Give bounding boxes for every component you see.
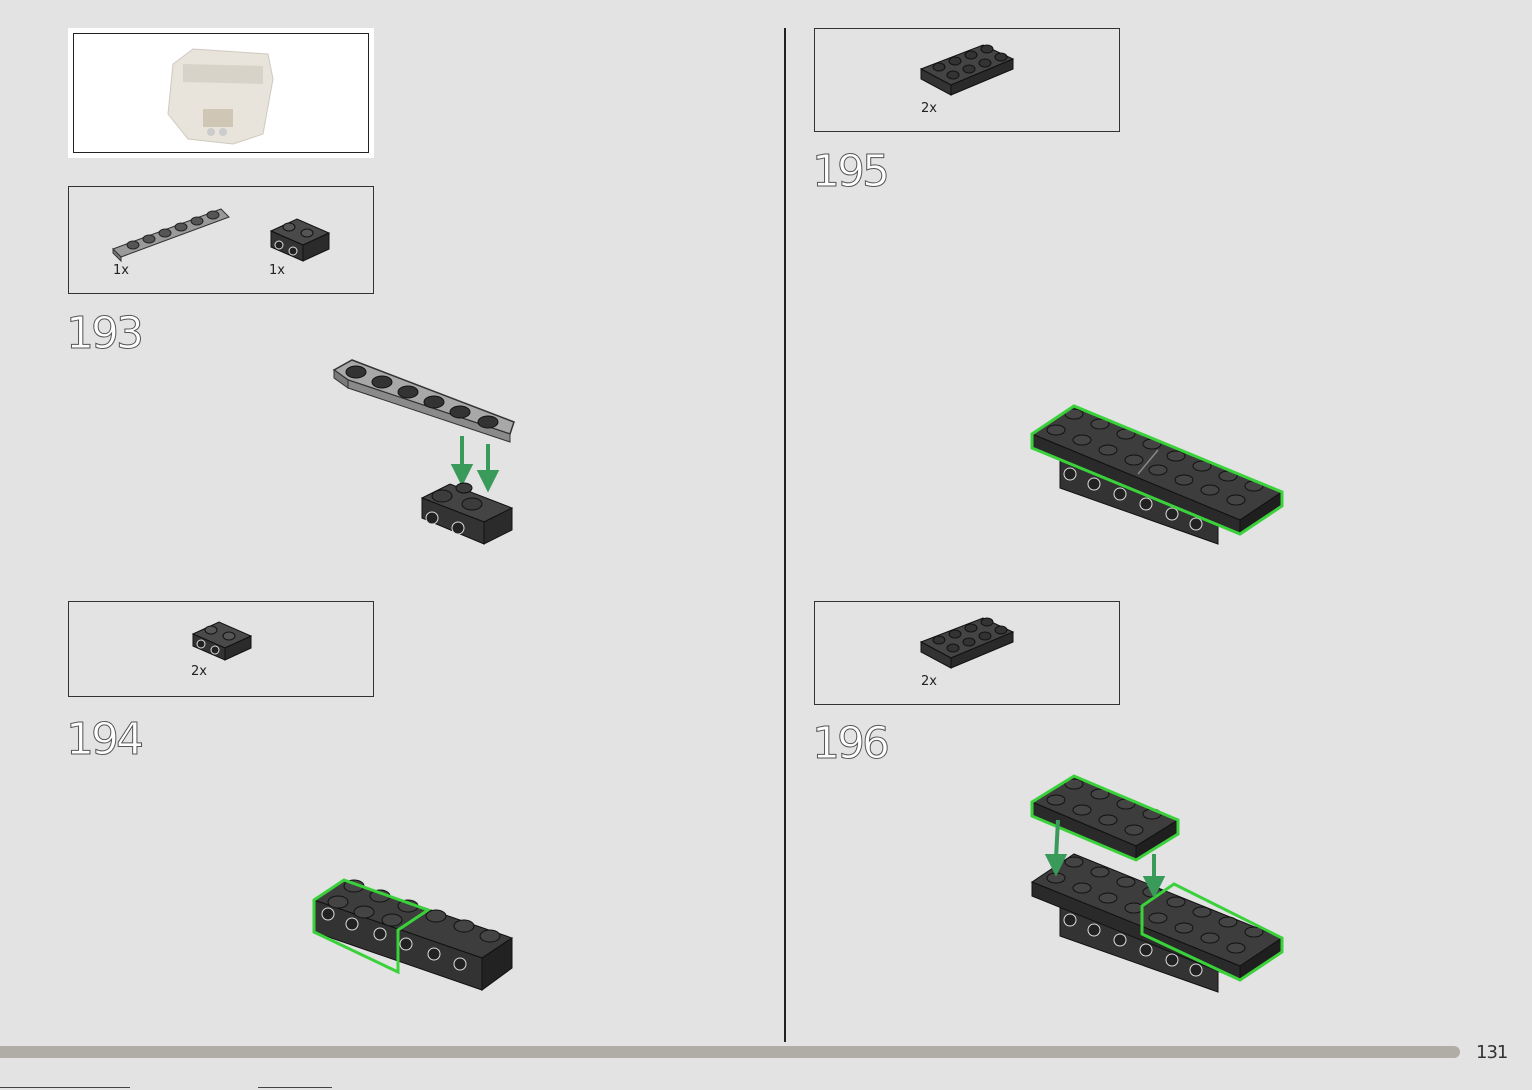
part-qty: 1x <box>269 263 285 278</box>
step-number-196: 196 <box>812 718 887 769</box>
part-qty: 2x <box>921 101 937 116</box>
overview-model-image <box>163 44 283 154</box>
assembly-image-step-193 <box>330 358 520 548</box>
bottom-edge-mark <box>0 1087 130 1088</box>
part-dark-plate-2x4 <box>919 43 1015 103</box>
part-bracket-brick <box>189 620 259 670</box>
assembly-image-step-194 <box>310 874 520 994</box>
assembly-image-step-195 <box>1028 402 1290 552</box>
step-number-194: 194 <box>66 714 141 765</box>
part-bracket-brick <box>267 217 337 267</box>
bottom-edge-mark <box>258 1087 332 1088</box>
parts-list-step-193: 1x 1x <box>68 186 374 294</box>
part-qty: 2x <box>921 674 937 689</box>
part-dark-plate-2x4 <box>919 616 1015 676</box>
parts-list-step-195: 2x <box>814 28 1120 132</box>
page-number: 131 <box>1476 1042 1507 1063</box>
overview-image-frame <box>68 28 374 158</box>
step-number-193: 193 <box>66 308 141 359</box>
parts-list-step-196: 2x <box>814 601 1120 705</box>
assembly-image-step-196 <box>1028 774 1290 998</box>
part-qty: 2x <box>191 664 207 679</box>
parts-list-step-194: 2x <box>68 601 374 697</box>
part-light-plate-1x6 <box>111 201 231 261</box>
page-divider <box>784 28 786 1042</box>
footer-progress-bar <box>0 1046 1460 1058</box>
part-qty: 1x <box>113 263 129 278</box>
step-number-195: 195 <box>812 146 887 197</box>
